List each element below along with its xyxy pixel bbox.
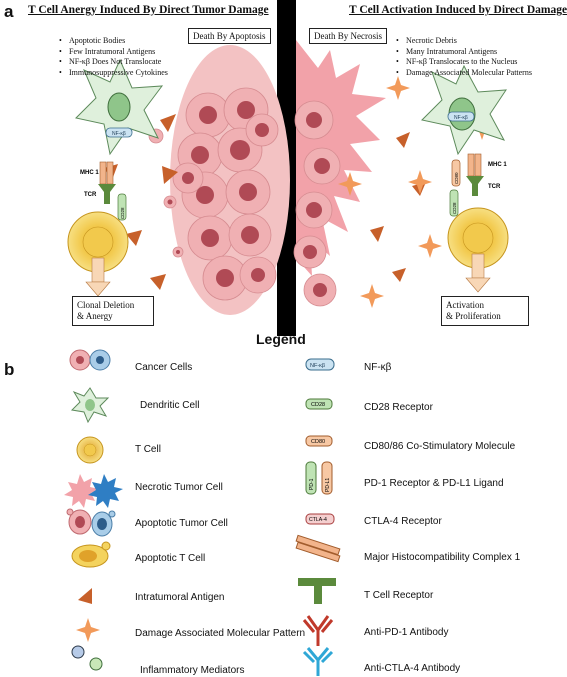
legend-label-t-cell: T Cell: [135, 444, 161, 455]
apoptotic-t-cell-icon: [71, 541, 111, 568]
legend-left-icons: [64, 349, 123, 671]
legend-label-cd28: CD28 Receptor: [364, 402, 433, 413]
legend-label-inflammatory-mediators: Inflammatory Mediators: [140, 665, 245, 676]
anti-ctla4-antibody-icon: [302, 647, 334, 676]
left-nfkb-tag: NF-κβ: [112, 131, 126, 137]
dendritic-cell-icon: [70, 387, 110, 424]
legend-label-cd80: CD80/86 Co-Stimulatory Molecule: [364, 441, 516, 452]
death-by-apoptosis-box: Death By Apoptosis: [188, 28, 271, 44]
apoptotic-tumor-cell-icon: [66, 508, 116, 537]
nfkb-icon-tag: NF-κβ: [310, 363, 325, 369]
right-panel-title: T Cell Activation Induced by Direct Dama…: [349, 4, 567, 16]
right-dendritic-cell: [420, 64, 507, 156]
legend-title: Legend: [256, 331, 306, 347]
right-nfkb-tag: NF-κβ: [454, 115, 468, 121]
nfkb-icon: NF-κβ: [305, 358, 335, 371]
legend-label-dendritic-cell: Dendritic Cell: [140, 400, 200, 411]
legend-label-tcr: T Cell Receptor: [364, 590, 434, 601]
right-bullet: Many Intratumoral Antigens: [406, 47, 532, 58]
legend-label-anti-ctla4: Anti-CTLA-4 Antibody: [364, 663, 461, 674]
legend-label-apoptotic-t-cell: Apoptotic T Cell: [135, 553, 206, 564]
left-outcome-line-1: Clonal Deletion: [77, 300, 135, 310]
legend-label-damp: Damage Associated Molecular Pattern: [135, 628, 306, 639]
inflammatory-mediators-icon: [71, 645, 103, 671]
pd1-icon-tag: PD-1: [309, 478, 315, 490]
legend-label-nfkb: NF-κβ: [364, 362, 392, 373]
legend-label-intratumoral-antigen: Intratumoral Antigen: [135, 592, 225, 603]
right-receptor-tag-1: CD28: [452, 202, 457, 214]
right-receptor-tag-2: CD80: [454, 172, 459, 184]
cd28-icon: CD28: [305, 398, 333, 410]
left-bullet: Few Intratumoral Antigens: [69, 47, 168, 58]
cd80-icon: CD80: [305, 435, 333, 447]
cd28-icon-tag: CD28: [311, 402, 325, 408]
left-dendritic-cell: [74, 58, 164, 156]
legend-label-apoptotic-tumor-cell: Apoptotic Tumor Cell: [135, 518, 228, 529]
right-bullet: Necrotic Debris: [406, 36, 532, 47]
damp-icon: [76, 618, 100, 642]
left-tcr-label: TCR: [84, 192, 97, 198]
right-outcome-box: Activation & Proliferation: [441, 296, 529, 326]
legend-label-pd1-pdl1: PD-1 Receptor & PD-L1 Ligand: [364, 478, 504, 489]
pd1-pdl1-icon: PD-1 PD-L1: [305, 461, 333, 495]
right-synapse: [447, 153, 509, 293]
right-bullet-list: Necrotic Debris Many Intratumoral Antige…: [395, 36, 532, 78]
panel-b-letter: b: [4, 360, 15, 379]
ctla4-icon: CTLA-4: [305, 513, 335, 525]
legend-label-necrotic-tumor-cell: Necrotic Tumor Cell: [135, 482, 223, 493]
necrotic-tumor-cell-icon: [64, 474, 123, 508]
right-bullet: NF-κβ Translocates to the Nucleus: [406, 57, 532, 68]
left-mhc-label: MHC 1: [80, 170, 99, 176]
right-tcr-label: TCR: [488, 184, 501, 190]
legend-label-anti-pd1: Anti-PD-1 Antibody: [364, 627, 449, 638]
intratumoral-antigen-icon: [78, 588, 92, 604]
necrotic-tumor-mass: [293, 40, 386, 307]
cd80-icon-tag: CD80: [311, 439, 325, 445]
left-panel-title: T Cell Anergy Induced By Direct Tumor Da…: [28, 4, 269, 16]
cancer-cells-icon: [69, 349, 111, 371]
right-mhc-label: MHC 1: [488, 162, 507, 168]
left-outcome-box: Clonal Deletion & Anergy: [72, 296, 154, 326]
anti-pd1-antibody-icon: [302, 615, 334, 646]
t-cell-icon: [76, 436, 104, 464]
tcr-icon: [298, 578, 336, 604]
left-bullet: Immunosuppressive Cytokines: [69, 68, 168, 79]
apoptotic-tumor-mass: [148, 45, 290, 315]
legend-label-mhc1: Major Histocompatibility Complex 1: [364, 552, 521, 563]
left-bullet: Apoptotic Bodies: [69, 36, 168, 47]
right-antigens: [370, 132, 426, 282]
left-bullet: NF-κβ Does Not Translocate: [69, 57, 168, 68]
left-outcome-line-2: & Anergy: [77, 311, 113, 321]
ctla4-icon-tag: CTLA-4: [309, 517, 327, 523]
left-bullet-list: Apoptotic Bodies Few Intratumoral Antige…: [58, 36, 168, 78]
death-by-necrosis-box: Death By Necrosis: [309, 28, 387, 44]
mhc1-icon: [295, 534, 341, 563]
legend-right-icons: NF-κβ CD28 CD80 PD-1 PD-L1 CTLA-4: [295, 358, 341, 676]
panel-a-letter: a: [4, 2, 14, 21]
right-bullet: Damage Associated Molecular Patterns: [406, 68, 532, 79]
legend-label-cancer-cells: Cancer Cells: [135, 362, 193, 373]
right-outcome-line-1: Activation: [446, 300, 484, 310]
left-synapse: [67, 161, 129, 297]
legend-label-ctla4: CTLA-4 Receptor: [364, 516, 442, 527]
right-outcome-line-2: & Proliferation: [446, 311, 501, 321]
left-receptor-tag: CD28: [120, 207, 125, 219]
panel-a-illustration: NF-κβ MHC 1 TCR CD28 NF-κβ MHC 1 TCR CD2…: [67, 40, 509, 315]
pdl1-icon-tag: PD-L1: [325, 478, 331, 492]
